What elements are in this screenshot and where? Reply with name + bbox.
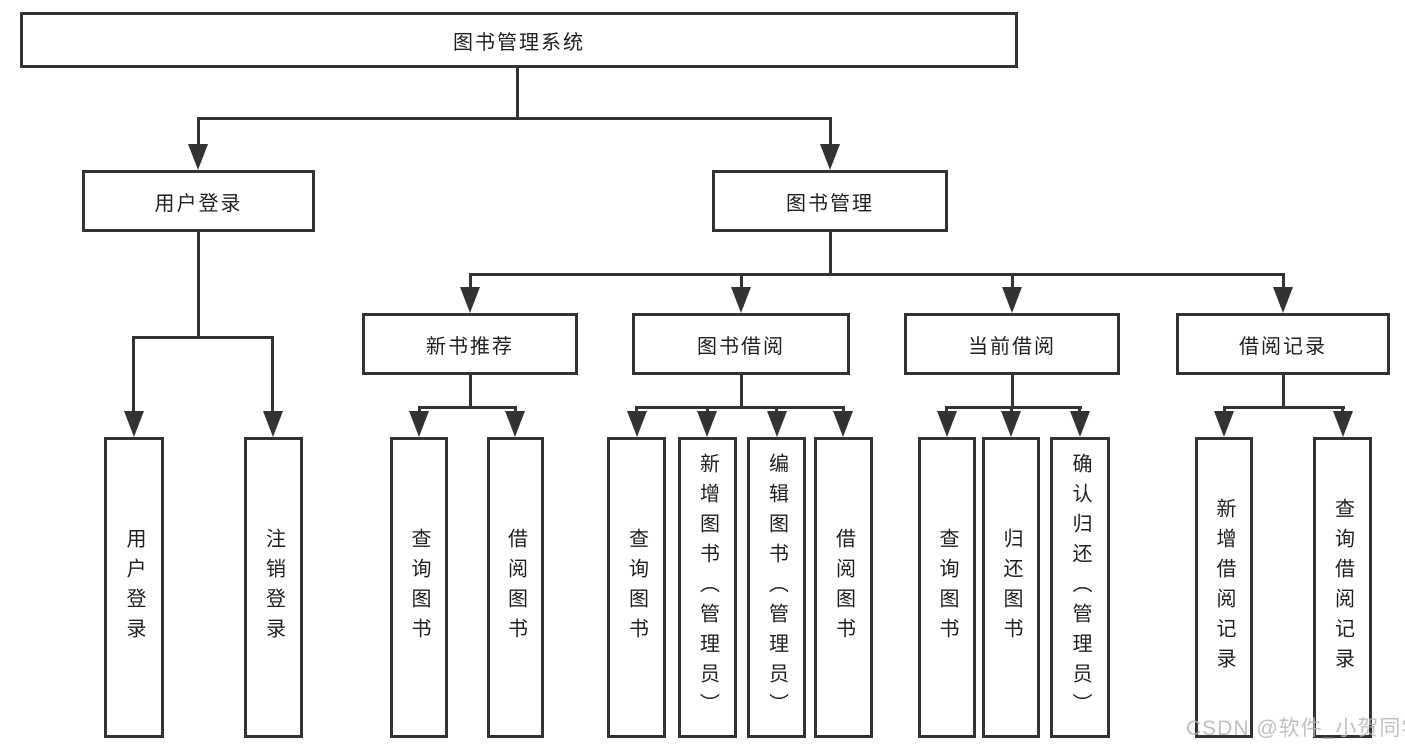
leaf-logout: 注销登录	[244, 437, 303, 738]
node-label: 查询借阅记录	[1331, 497, 1354, 678]
node-borrowing-records: 借阅记录	[1176, 313, 1390, 375]
connector-borrow-stub	[740, 375, 743, 408]
connector-level1-rail	[197, 117, 832, 120]
node-label: 查询图书	[625, 527, 648, 648]
connector-level3-rail	[469, 273, 1285, 276]
node-label: 借阅记录	[1239, 335, 1327, 358]
node-label: 查询图书	[936, 527, 958, 648]
arrow-to-leaf	[409, 411, 429, 437]
leaf-query-books-3: 查询图书	[918, 437, 976, 738]
node-label: 借阅图书	[504, 527, 527, 648]
connector-userlogin-stub	[197, 232, 200, 338]
arrow-to-leaf	[505, 411, 525, 437]
connector-newbook-stub	[469, 375, 472, 408]
arrow-to-leaf	[697, 411, 717, 437]
node-label: 图书管理系统	[453, 31, 585, 54]
connector-current-stub	[1011, 375, 1014, 408]
leaf-borrow-books-1: 借阅图书	[487, 437, 544, 738]
leaf-query-borrow-record: 查询借阅记录	[1313, 437, 1372, 738]
arrow-to-login-leaf2	[263, 411, 283, 437]
arrow-to-records	[1273, 287, 1293, 313]
arrow-to-leaf	[767, 411, 787, 437]
connector-userlogin-shaft	[197, 117, 200, 148]
connector-records-rail	[1223, 406, 1345, 409]
leaf-user-login: 用户登录	[104, 437, 164, 738]
node-label: 图书管理	[786, 192, 874, 215]
node-library-system: 图书管理系统	[20, 12, 1018, 68]
arrow-to-leaf	[627, 411, 647, 437]
connector-login-leaf2-shaft	[271, 336, 274, 415]
connector-bookmgmt-stub	[829, 232, 832, 275]
node-label: 编辑图书（管理员）	[765, 452, 788, 723]
node-label: 借阅图书	[832, 527, 855, 648]
node-label: 用户登录	[154, 192, 243, 215]
connector-login-leaf1-shaft	[132, 336, 135, 415]
connector-bookmgmt-shaft	[829, 117, 832, 148]
arrow-to-leaf	[833, 411, 853, 437]
connector-newbook-rail	[418, 406, 517, 409]
node-new-book-recommend: 新书推荐	[362, 313, 578, 375]
arrow-to-login-leaf1	[124, 411, 144, 437]
connector-root-stub	[516, 68, 519, 119]
arrow-to-userlogin	[188, 144, 208, 170]
node-current-borrowing: 当前借阅	[904, 313, 1120, 375]
connector-current-rail	[945, 406, 1082, 409]
leaf-return-books: 归还图书	[982, 437, 1040, 738]
arrow-to-leaf	[1001, 411, 1021, 437]
connector-borrow-rail	[635, 406, 845, 409]
node-label: 注销登录	[262, 527, 285, 648]
connector-records-shaft	[1282, 273, 1285, 293]
leaf-edit-books-admin: 编辑图书（管理员）	[747, 437, 806, 738]
leaf-borrow-books-2: 借阅图书	[814, 437, 873, 738]
node-label: 新书推荐	[426, 335, 514, 358]
connector-records-stub	[1282, 375, 1285, 408]
arrow-to-leaf	[937, 411, 957, 437]
arrow-to-newbook	[460, 287, 480, 313]
connector-userlogin-rail	[132, 336, 274, 339]
arrow-to-borrow	[731, 287, 751, 313]
node-label: 归还图书	[1000, 527, 1022, 648]
leaf-add-borrow-record: 新增借阅记录	[1195, 437, 1253, 738]
leaf-add-books-admin: 新增图书（管理员）	[678, 437, 737, 738]
node-label: 图书借阅	[697, 335, 785, 358]
arrow-to-leaf	[1070, 411, 1090, 437]
leaf-query-books-1: 查询图书	[390, 437, 448, 738]
node-book-borrowing: 图书借阅	[632, 313, 850, 375]
node-label: 当前借阅	[968, 335, 1056, 358]
arrow-to-bookmgmt	[820, 144, 840, 170]
connector-borrow-shaft	[740, 273, 743, 293]
connector-current-shaft	[1011, 273, 1014, 293]
node-label: 新增图书（管理员）	[696, 452, 719, 723]
node-label: 确认归还（管理员）	[1069, 452, 1091, 723]
leaf-query-books-2: 查询图书	[607, 437, 666, 738]
node-label: 新增借阅记录	[1213, 497, 1235, 678]
leaf-confirm-return-admin: 确认归还（管理员）	[1050, 437, 1110, 738]
node-label: 用户登录	[123, 527, 145, 648]
connector-newbook-shaft	[469, 273, 472, 293]
node-label: 查询图书	[408, 527, 430, 648]
node-user-login: 用户登录	[82, 170, 315, 232]
csdn-watermark: CSDN @软件_小贺同学	[1186, 717, 1405, 740]
arrow-to-leaf	[1214, 411, 1234, 437]
arrow-to-current	[1002, 287, 1022, 313]
node-book-management: 图书管理	[712, 170, 948, 232]
arrow-to-leaf	[1333, 411, 1353, 437]
